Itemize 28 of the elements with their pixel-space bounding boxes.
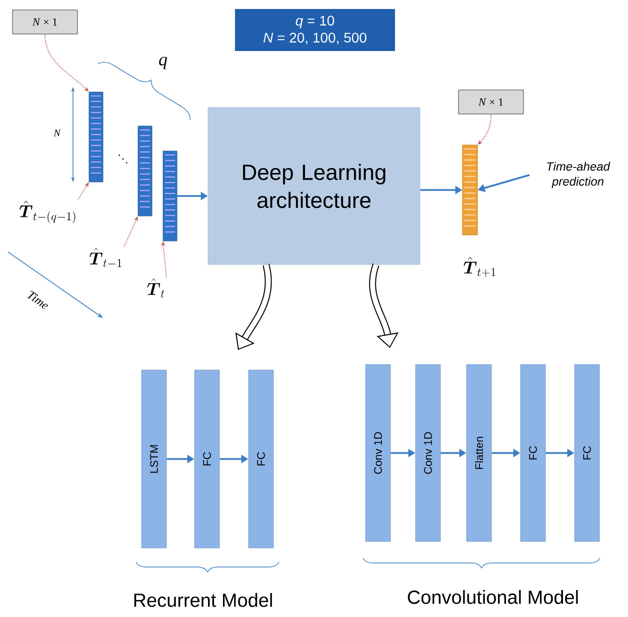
formula-label: $\hat{\boldsymbol{T}}_{t+1}$: [464, 257, 496, 277]
note-text: Time-ahead prediction: [547, 162, 610, 188]
layer-bar: Conv 1D: [415, 364, 441, 542]
vector-bar: [462, 144, 478, 236]
layer-bar: Flatten: [466, 364, 492, 542]
group-label: Convolutional Model: [408, 590, 578, 604]
vector-bar: [138, 126, 152, 216]
size-box: N × 1: [12, 10, 78, 34]
layer-bar: FC: [574, 364, 600, 542]
process-box: Deep Learning architecture: [208, 107, 420, 265]
formula-label: $\hat{\boldsymbol{T}}_{t-(q-1)}$: [20, 200, 76, 224]
formula-label: $\hat{\boldsymbol{T}}_{t-1}$: [90, 248, 122, 268]
layer-bar: FC: [194, 370, 220, 548]
layer-bar: FC: [520, 364, 546, 542]
brace-label: q: [159, 56, 168, 70]
layer-bar: Conv 1D: [365, 364, 391, 542]
parameter-box: q = 10 N = 20, 100, 500: [235, 9, 395, 51]
layer-bar: FC: [248, 370, 274, 548]
axis-label: Time: [27, 290, 48, 309]
vector-bar: [88, 92, 104, 182]
formula-label: $\hat{\boldsymbol{T}}_{t}$: [147, 278, 164, 298]
size-box: N × 1: [458, 90, 524, 114]
ellipsis: ⋱: [118, 154, 128, 164]
layer-bar: LSTM: [141, 370, 167, 548]
dimension-label: N: [54, 130, 61, 136]
arrow: [369, 264, 399, 348]
group-label: Recurrent Model: [134, 593, 272, 607]
vector-bar: [162, 150, 178, 242]
